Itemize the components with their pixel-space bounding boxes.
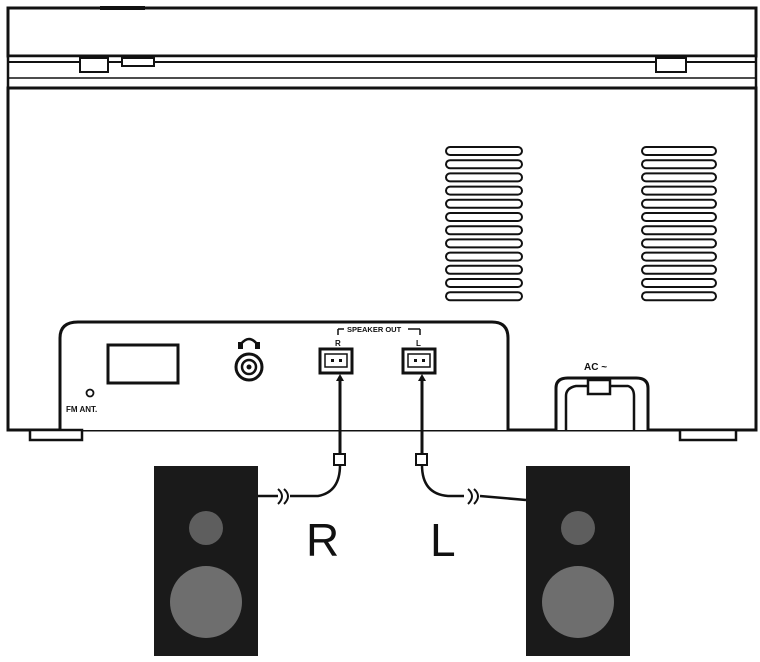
foot-left [28, 428, 84, 442]
vent-slot [641, 291, 717, 302]
vent-slot [641, 278, 717, 288]
headphone-jack [234, 352, 264, 382]
vent-slot [445, 159, 523, 170]
vent-slot [641, 264, 717, 275]
vent-slot [445, 198, 523, 209]
vent-grille-left [445, 146, 523, 302]
speaker-tweeter-left [561, 511, 595, 545]
ac-label: AC ~ [584, 362, 607, 373]
vent-slot [641, 212, 717, 222]
vent-slot [445, 172, 523, 183]
vent-slot [445, 212, 523, 222]
foot-right [678, 428, 738, 442]
ac-plug [586, 378, 612, 396]
speaker-label-l: L [430, 514, 456, 566]
vent-slot [445, 278, 523, 288]
vent-slot [641, 198, 717, 209]
vent-slot [445, 185, 523, 196]
vent-slot [445, 264, 523, 275]
speaker-jack-left [401, 347, 437, 375]
vent-slot [445, 238, 523, 249]
speaker-out-label-bg [344, 324, 408, 333]
vent-slot [445, 146, 523, 156]
display-window [106, 343, 180, 385]
hinge-left [79, 57, 109, 73]
speaker-left [526, 466, 630, 656]
vent-slot [641, 185, 717, 196]
jack-label-l: L [416, 339, 421, 348]
cable-right [258, 374, 346, 505]
speaker-woofer-left [542, 566, 614, 638]
vent-slot [641, 146, 717, 156]
speaker-label-r: R [306, 514, 339, 566]
headphone-icon [238, 337, 260, 349]
vent-slot [641, 238, 717, 249]
hinge-left-clip [121, 57, 155, 67]
speaker-right [154, 466, 258, 656]
vent-slot [445, 251, 523, 262]
speaker-woofer-right [170, 566, 242, 638]
vent-slot [445, 225, 523, 236]
jack-label-r: R [335, 339, 341, 348]
speaker-out-label: SPEAKER OUT [347, 325, 402, 334]
vent-slot [641, 172, 717, 183]
vent-grille-right [641, 146, 717, 302]
vent-slot [445, 291, 523, 302]
ac-housing [554, 376, 650, 430]
fm-antenna-label: FM ANT. [66, 405, 97, 414]
vent-slot [641, 225, 717, 236]
fm-antenna-jack [85, 388, 95, 398]
vent-slot [641, 159, 717, 170]
hinge-right [655, 57, 687, 73]
vent-slot [641, 251, 717, 262]
unit-lid [6, 6, 758, 58]
speaker-jack-right [318, 347, 354, 375]
hinge-strip [6, 54, 758, 90]
speaker-tweeter-right [189, 511, 223, 545]
cable-left [415, 374, 527, 505]
